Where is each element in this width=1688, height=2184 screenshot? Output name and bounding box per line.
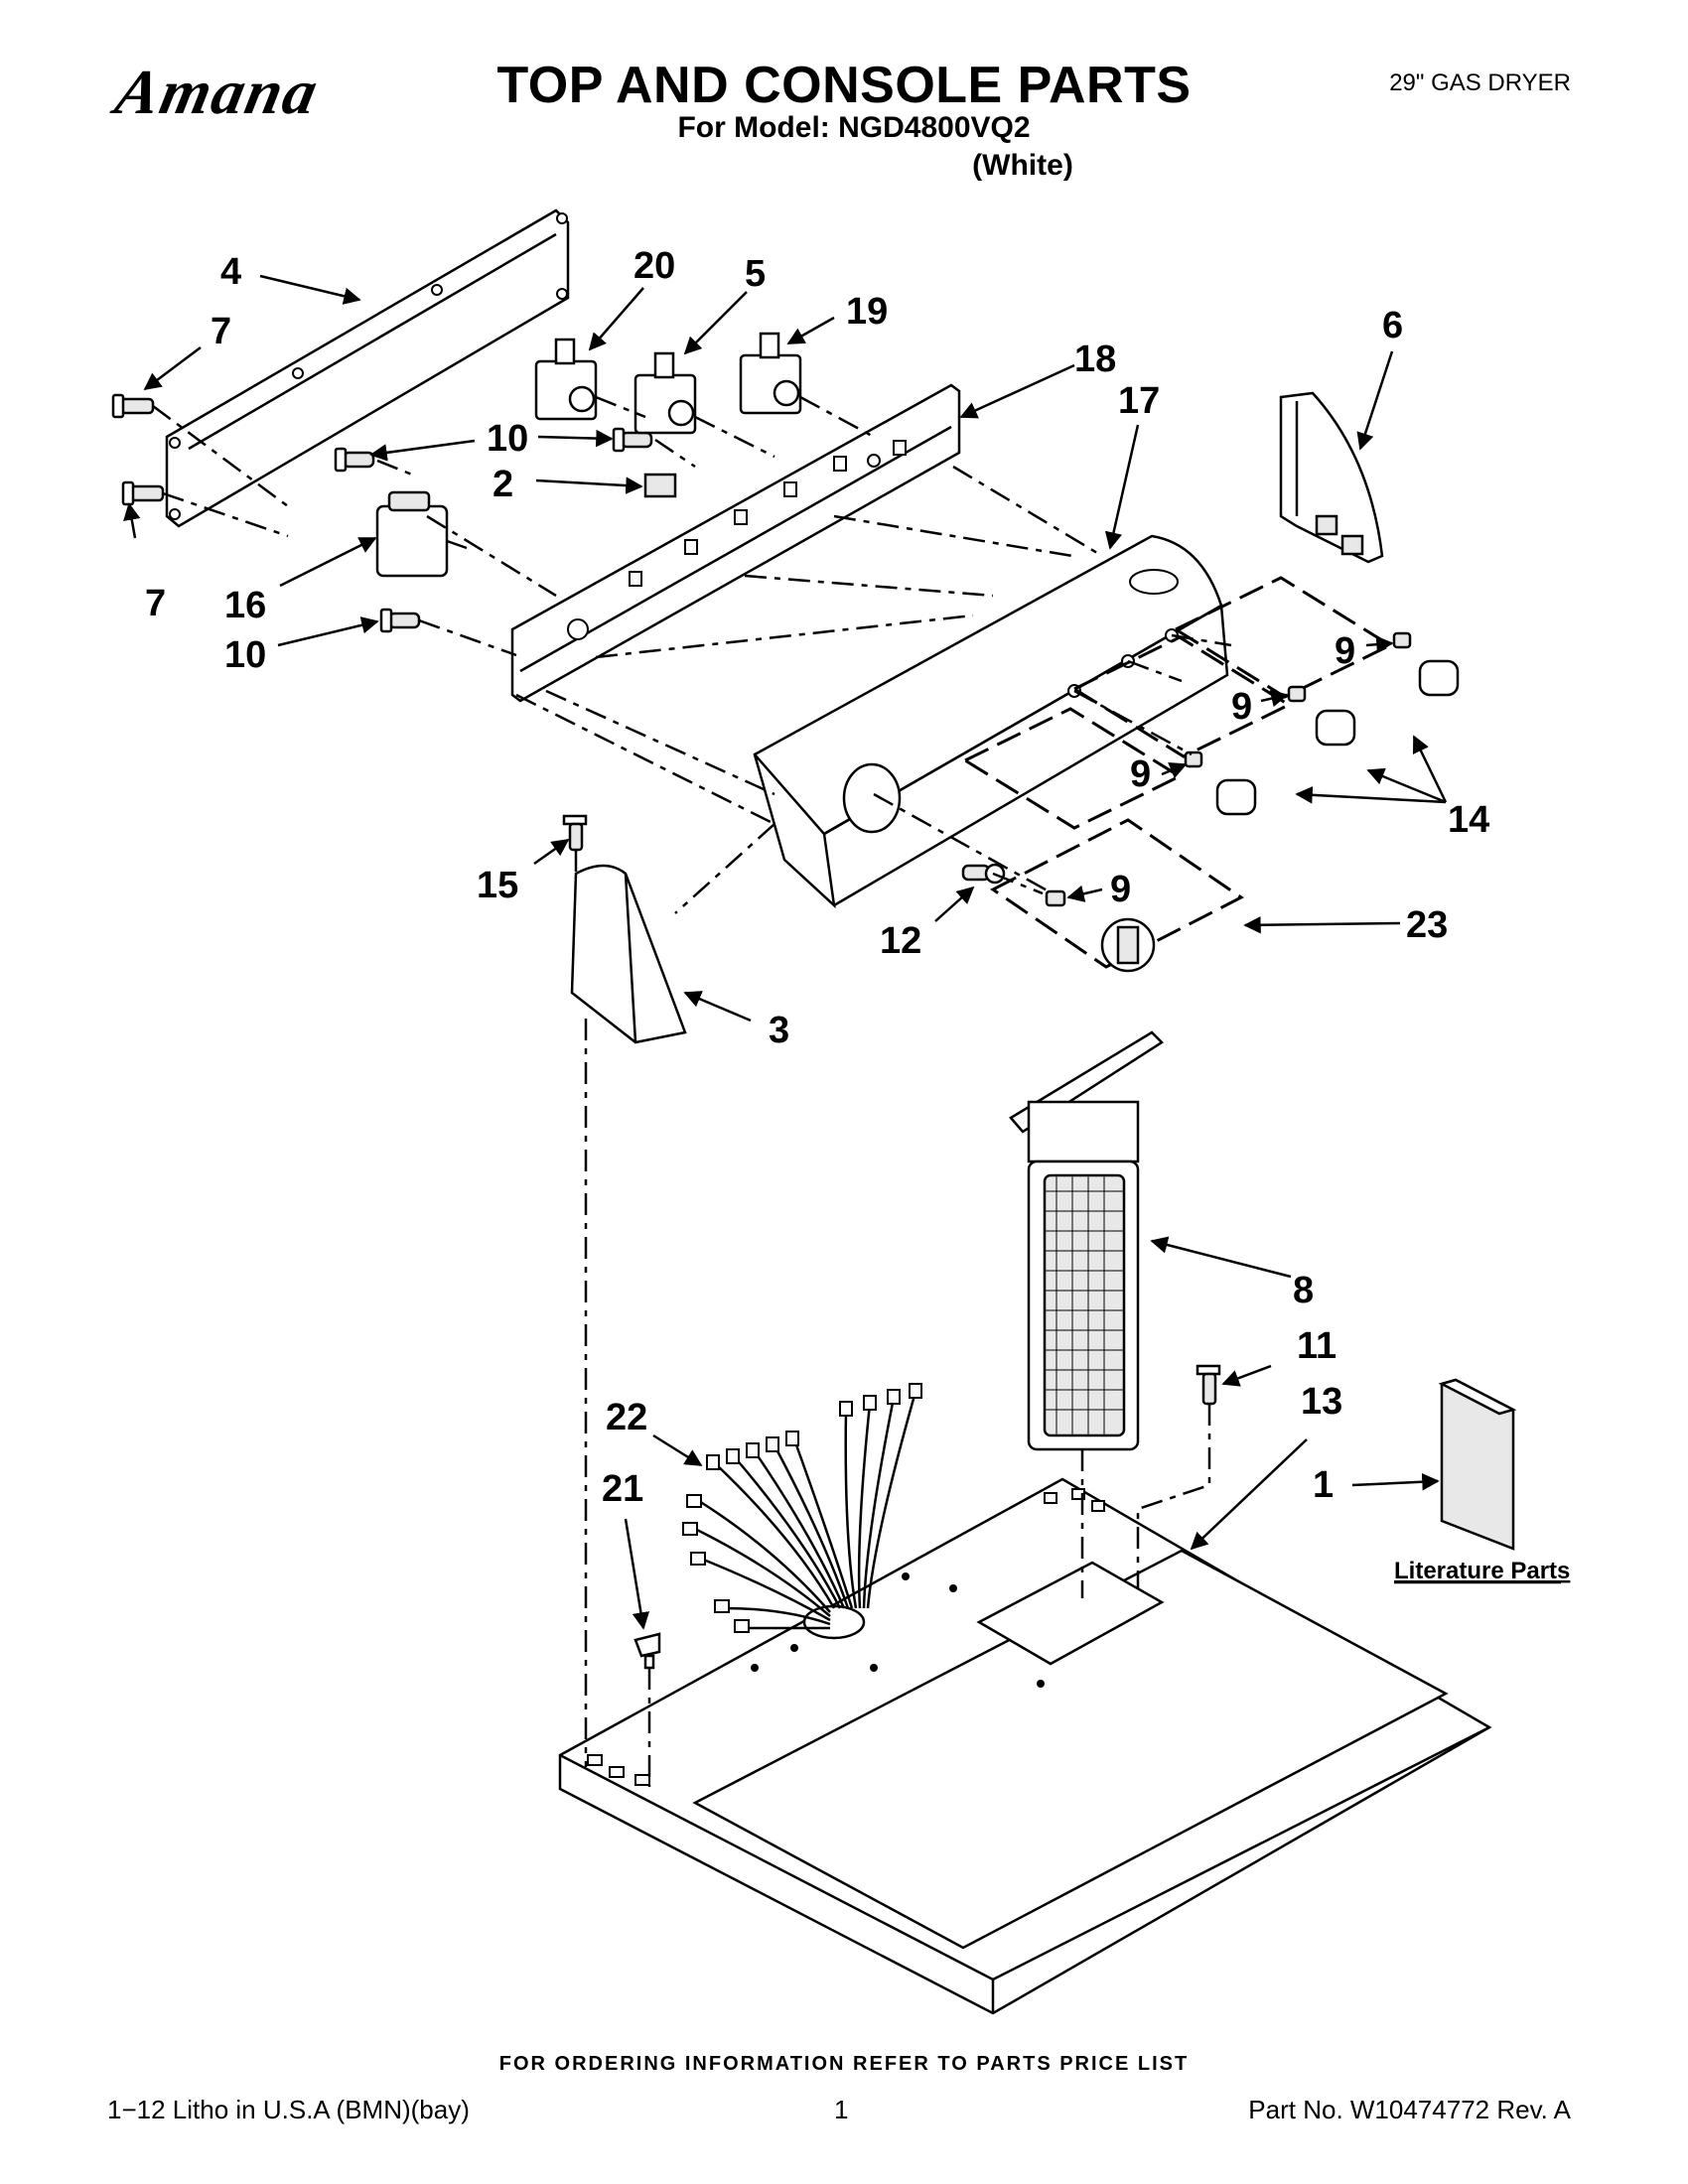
callout-11: 11 [1297,1325,1336,1367]
part-wire-harness-22 [682,1383,922,1633]
callout-2: 2 [492,464,513,505]
part-top-panel-13 [558,1477,1492,2015]
part-screw-10-b [612,427,653,453]
part-rear-console-panel [165,208,570,528]
part-screw-7-upper [111,393,155,419]
callout-14: 14 [1448,799,1489,841]
part-console-17 [753,534,1229,909]
callout-17: 17 [1118,380,1160,422]
callout-1: 1 [1313,1464,1334,1506]
callout-16: 16 [224,585,266,626]
part-literature-1 [1438,1378,1517,1551]
part-screw-12 [961,863,1006,885]
callout-19: 19 [846,291,888,333]
part-switch-5 [633,351,697,435]
callout-6: 6 [1382,305,1403,346]
literature-parts-label: Literature Parts [1394,1558,1570,1584]
ordering-note: FOR ORDERING INFORMATION REFER TO PARTS … [498,2053,1190,2075]
color-line: (White) [972,149,1073,182]
callout-21: 21 [602,1468,643,1510]
part-switch-20 [534,338,598,421]
callout-9-a: 9 [1335,630,1355,672]
page-number: 1 [834,2095,849,2124]
part-knob-upper [1392,631,1460,697]
callout-3: 3 [769,1010,789,1051]
part-clip-21 [633,1632,661,1670]
callout-9-c: 9 [1130,753,1151,795]
part-timer-16 [375,490,468,578]
page-title: TOP AND CONSOLE PARTS [496,57,1192,114]
part-switch-19 [739,332,802,415]
callout-22: 22 [606,1397,647,1438]
part-screw-10-a [334,447,375,473]
callout-4: 4 [220,251,241,293]
callout-12: 12 [880,920,921,962]
knob-box-upper [1172,576,1394,699]
part-screw-10-c [379,608,421,633]
part-end-cap-6 [1279,391,1384,564]
callout-5: 5 [745,253,766,295]
assembly-lines [152,395,1232,1787]
part-screw-11 [1196,1364,1221,1406]
callout-8: 8 [1293,1270,1314,1311]
part-knob-lower [1184,751,1257,816]
part-screw-15 [562,814,588,852]
callout-23: 23 [1406,904,1448,946]
callout-9-d: 9 [1110,869,1131,910]
part-side-trim-3 [570,864,687,1044]
callout-20: 20 [633,245,675,287]
leader-arrows [123,274,1448,1630]
knob-box-lower [961,707,1184,830]
callout-13: 13 [1301,1381,1342,1423]
callout-15: 15 [477,865,518,906]
knob-box-middle [1070,635,1293,758]
product-type: 29" GAS DRYER [1389,69,1571,96]
part-knob-middle [1287,685,1356,747]
part-number: Part No. W10474772 Rev. A [1248,2095,1571,2124]
callout-10-c: 10 [224,634,266,676]
part-knob-23 [1045,889,1156,973]
litho-info: 1−12 Litho in U.S.A (BMN)(bay) [107,2095,470,2124]
part-control-bracket-18 [510,383,961,703]
callout-9-b: 9 [1231,686,1252,728]
part-lint-screen-8 [1009,1030,1164,1451]
callout-18: 18 [1074,339,1116,380]
callout-10-a: 10 [487,418,528,460]
callout-7-upper: 7 [211,311,231,352]
model-line: For Model: NGD4800VQ2 [677,111,1031,144]
knob-box-23 [990,818,1244,969]
part-screw-7-lower [121,480,165,506]
callout-7-lower: 7 [145,583,166,624]
part-clip-2 [643,473,677,498]
